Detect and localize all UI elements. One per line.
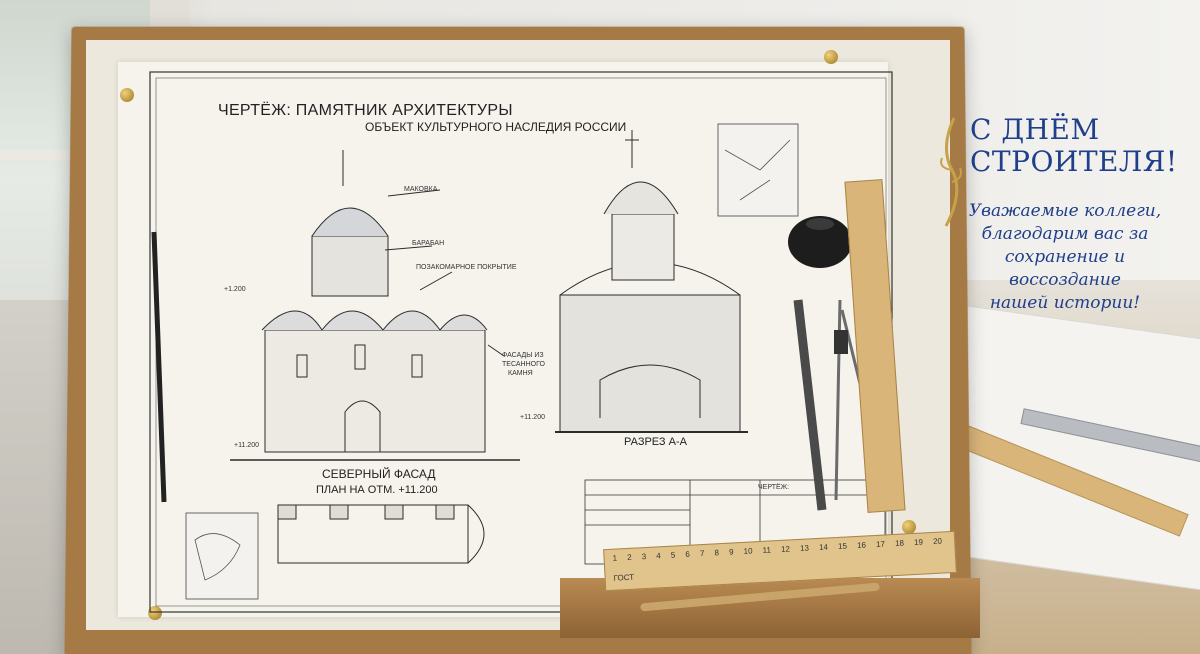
caption-section: РАЗРЕЗ А-А xyxy=(624,436,687,448)
ruler-number: 6 xyxy=(685,549,691,559)
label-facade-1: ФАСАДЫ ИЗ xyxy=(502,352,544,359)
ruler-number: 9 xyxy=(728,547,734,557)
ruler-number: 3 xyxy=(641,552,647,562)
greeting-title-line: СТРОИТЕЛЯ! xyxy=(970,145,1178,178)
ruler-number: 18 xyxy=(894,538,905,548)
label-drum: БАРАБАН xyxy=(412,240,445,247)
ruler-number: 14 xyxy=(818,542,829,552)
greeting-line: Уважаемые коллеги, xyxy=(968,201,1162,221)
greeting-line: благодарим вас за xyxy=(981,224,1149,244)
label-facade-3: КАМНЯ xyxy=(508,370,533,377)
elevation-mark: +11.200 xyxy=(520,414,545,421)
label-roof: ПОЗАКОМАРНОЕ ПОКРЫТИЕ xyxy=(416,264,517,271)
ruler-brand: ГОСТ xyxy=(613,572,635,583)
pin-icon xyxy=(824,50,838,64)
dip-pen-icon xyxy=(151,231,167,503)
greeting-message: Уважаемые коллеги, благодарим вас за сох… xyxy=(955,200,1175,315)
technical-pen-icon xyxy=(793,299,827,511)
label-dome: МАКОВКА xyxy=(404,186,438,193)
greeting-line: нашей истории! xyxy=(989,293,1141,313)
ruler-number: 11 xyxy=(762,545,772,555)
ruler-number: 10 xyxy=(743,546,753,556)
drawing-subtitle: ОБЪЕКТ КУЛЬТУРНОГО НАСЛЕДИЯ РОССИИ xyxy=(365,120,627,134)
ruler-number: 8 xyxy=(714,548,720,558)
label-facade-2: ТЕСАННОГО xyxy=(502,361,545,368)
ruler-number: 16 xyxy=(856,540,867,550)
ruler-number: 13 xyxy=(799,543,810,553)
title-block-label: ЧЕРТЁЖ: xyxy=(758,484,790,491)
ruler-number: 2 xyxy=(626,552,632,562)
ruler-number: 20 xyxy=(932,536,943,546)
ornament-icon xyxy=(940,117,962,227)
pin-icon xyxy=(902,520,916,534)
ruler-number: 4 xyxy=(656,551,661,561)
caption-plan: ПЛАН НА ОТМ. +11.200 xyxy=(316,484,438,496)
greeting-title: С ДНЁМ СТРОИТЕЛЯ! xyxy=(970,114,1178,178)
elevation-mark: +1.200 xyxy=(224,286,246,293)
ruler-number: 7 xyxy=(699,548,705,559)
ruler-number: 19 xyxy=(913,537,924,547)
greeting-title-line: С ДНЁМ xyxy=(970,113,1100,146)
caption-north-facade: СЕВЕРНЫЙ ФАСАД xyxy=(322,467,436,481)
ruler-number: 15 xyxy=(837,541,848,551)
elevation-mark: +11.200 xyxy=(234,442,259,449)
drawing-title: ЧЕРТЁЖ: ПАМЯТНИК АРХИТЕКТУРЫ xyxy=(218,102,513,119)
ruler-number: 17 xyxy=(875,539,886,549)
ink-bottle-icon xyxy=(788,216,852,268)
ruler-number: 12 xyxy=(780,544,791,554)
location-map-inset xyxy=(717,123,799,217)
greeting-line: сохранение и воссоздание xyxy=(1004,247,1126,290)
ruler-number: 1 xyxy=(612,553,618,563)
pin-icon xyxy=(148,606,162,620)
pin-icon xyxy=(120,88,134,102)
ruler-number: 5 xyxy=(670,550,676,560)
